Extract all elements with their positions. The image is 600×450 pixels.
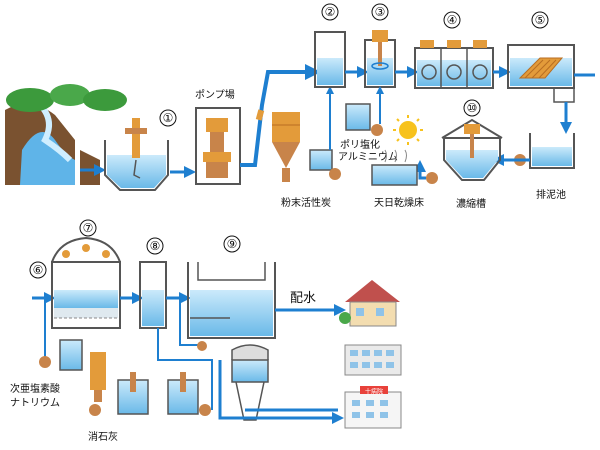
sludge-pond [529,133,575,169]
apartment-building-icon [344,344,402,376]
pump-station [195,107,241,185]
step-5-sedimentation-basin [507,44,575,103]
hospital-sign: 十病院 [365,388,383,396]
thickener-label: 濃縮槽 [456,197,486,210]
hypochlorite-label-line1: 次亜塩素酸 [10,382,60,395]
pump-icon [89,404,101,416]
carbon-dosing-tank [309,149,341,180]
step-9-clear-water-reservoir [187,262,276,339]
step-10-thickener [441,118,503,181]
step-number-8-text: ⑧ [150,239,161,253]
sun-drying-bed [371,115,423,186]
step-number-5-text: ⑤ [535,13,546,27]
step-number-6-text: ⑥ [33,263,44,277]
pac-label-line1: ポリ塩化 [340,138,380,151]
sun-dry-bed-label: 天日乾燥床 [374,196,424,209]
step-number-2 [321,3,339,21]
step-2-mixing-well [314,31,346,88]
powdered-carbon-label: 粉末活性炭 [281,196,331,209]
step-number-5 [531,11,549,29]
step-number-9-text: ⑨ [227,237,238,251]
slaked-lime-label: 消石灰 [88,430,118,443]
step-number-7-text: ⑦ [83,221,94,235]
hypochlorite-tank [59,339,83,371]
pump-icon [371,124,383,136]
house-icon [339,280,400,327]
distribution-tower [231,344,269,421]
sludge-pond-label: 排泥池 [536,188,566,201]
step-number-4-text: ④ [447,13,458,27]
step-number-10-text: ⑩ [467,101,478,115]
step-number-1-text: ① [163,111,174,125]
pump-icon [426,172,438,184]
step-3-flash-mixer [364,30,396,88]
pump-icon [199,404,211,416]
pac-dosing-tank [345,86,384,136]
slaked-lime-equipment [89,352,211,416]
step-number-3-text: ③ [375,5,386,19]
step-1-receiving-well [104,118,169,191]
step-number-1 [159,109,177,127]
pump-icon [329,168,341,180]
powdered-carbon-silo [272,112,300,182]
tree-icon [50,84,90,106]
step-number-6 [29,261,47,279]
step-number-9 [223,235,241,253]
step-number-7 [79,219,97,237]
tree-icon [6,88,54,112]
step-number-3 [371,3,389,21]
step-number-8 [146,237,164,255]
step-8-chlorine-mixing [139,261,167,329]
step-number-10 [463,99,481,117]
step-number-2-text: ② [325,5,336,19]
step-number-4 [443,11,461,29]
hypochlorite-label-line2: ナトリウム [10,397,60,409]
pump-station-label: ポンプ場 [195,88,235,101]
pac-label-line2: アルミニウム [338,151,398,163]
flow-pipe [240,70,305,167]
step-4-flocculation-basin [414,40,494,89]
distribution-label: 配水 [290,291,316,306]
pump-icon [197,341,207,351]
pump-icon [39,356,51,368]
hospital-icon: 十病院 [344,386,402,429]
step-7-rapid-sand-filter [51,236,121,329]
tree-icon [83,89,127,111]
water-source-illustration [5,84,127,185]
sun-icon [399,121,417,139]
